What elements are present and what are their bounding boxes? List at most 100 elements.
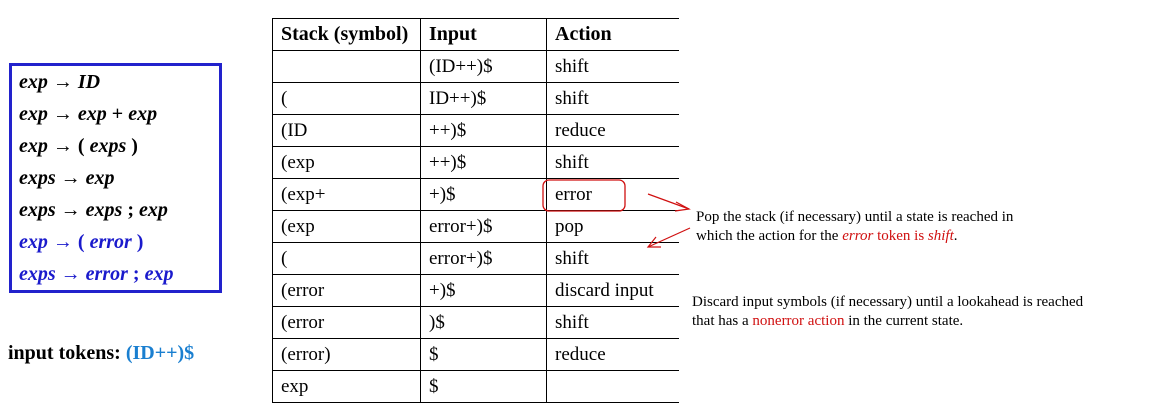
- cell-input: ID++)$: [420, 82, 547, 115]
- input-tokens-caption: input tokens:: [8, 342, 126, 364]
- cell-stack: (exp: [272, 210, 421, 243]
- rule-lhs: exp: [19, 135, 48, 157]
- rule-rhs-part: error: [85, 263, 128, 285]
- rule-lhs: exp: [19, 231, 48, 253]
- cell-stack: (error: [272, 306, 421, 339]
- table-row: (ID++)$shift: [272, 50, 679, 83]
- header-stack: Stack (symbol): [272, 18, 421, 51]
- rule-arrow: →: [60, 263, 81, 285]
- cell-input: (ID++)$: [420, 50, 547, 83]
- rule-rhs-part: (: [77, 135, 90, 157]
- cell-stack: exp: [272, 370, 421, 403]
- discard-note-text: that has a: [692, 313, 753, 329]
- rule-rhs-part: +: [106, 103, 129, 125]
- rule-rhs-part: (: [77, 231, 90, 253]
- cell-input: error+)$: [420, 210, 547, 243]
- rule-rhs-part: exps: [89, 135, 127, 157]
- cell-action: error: [546, 178, 679, 211]
- table-row: (ID++)$shift: [272, 82, 679, 115]
- cell-stack: (ID: [272, 114, 421, 147]
- cell-input: ++)$: [420, 146, 547, 179]
- rule-arrow: →: [52, 135, 73, 157]
- cell-action: shift: [546, 50, 679, 83]
- cell-stack: [272, 50, 421, 83]
- table-row: (ID++)$reduce: [272, 114, 679, 147]
- cell-action: reduce: [546, 338, 679, 371]
- header-input: Input: [420, 18, 547, 51]
- rule-lhs: exps: [19, 199, 56, 221]
- grammar-rule: exps→error ; exp: [19, 259, 219, 291]
- cell-input: error+)$: [420, 242, 547, 275]
- cell-stack: (: [272, 242, 421, 275]
- cell-stack: (: [272, 82, 421, 115]
- table-row: (exp++)$error: [272, 178, 679, 211]
- cell-action: shift: [546, 306, 679, 339]
- grammar-rule: exp→exp + exp: [19, 99, 219, 131]
- rule-lhs: exp: [19, 71, 48, 93]
- rule-arrow: →: [60, 167, 81, 189]
- rule-lhs: exps: [19, 167, 56, 189]
- cell-input: +)$: [420, 274, 547, 307]
- grammar-rule: exp→( error ): [19, 227, 219, 259]
- cell-input: +)$: [420, 178, 547, 211]
- grammar-rule: exps→exps ; exp: [19, 195, 219, 227]
- cell-stack: (exp+: [272, 178, 421, 211]
- pop-note-period: .: [953, 228, 958, 244]
- rule-lhs: exp: [19, 103, 48, 125]
- input-tokens-label: input tokens: (ID++)$: [8, 342, 194, 365]
- cell-action: shift: [546, 146, 679, 179]
- table-row: exp$: [272, 370, 679, 403]
- rule-rhs-part: ;: [122, 199, 140, 221]
- rule-arrow: →: [52, 231, 73, 253]
- rule-rhs-part: ): [131, 231, 144, 253]
- cell-input: $: [420, 370, 547, 403]
- table-row: (error+)$discard input: [272, 274, 679, 307]
- rule-rhs-part: error: [89, 231, 132, 253]
- rule-arrow: →: [60, 199, 81, 221]
- grammar-rule: exp→( exps ): [19, 131, 219, 163]
- pop-note-shift: shift: [927, 228, 954, 244]
- discard-note-nonerror: nonerror action: [752, 313, 845, 329]
- cell-stack: (error: [272, 274, 421, 307]
- cell-action: reduce: [546, 114, 679, 147]
- pop-note-text: which the action for the: [696, 228, 843, 244]
- table-row: (error)$reduce: [272, 338, 679, 371]
- rule-lhs: exps: [19, 263, 56, 285]
- rule-rhs-part: exps: [85, 199, 123, 221]
- header-action: Action: [546, 18, 679, 51]
- input-tokens-value: (ID++)$: [125, 342, 195, 364]
- discard-note-line1: Discard input symbols (if necessary) unt…: [692, 294, 1084, 310]
- rule-rhs-part: ;: [127, 263, 145, 285]
- cell-input: )$: [420, 306, 547, 339]
- cell-stack: (exp: [272, 146, 421, 179]
- pop-note-line2: which the action for the error token is …: [696, 227, 1013, 246]
- table-header-row: Stack (symbol) Input Action: [272, 18, 679, 51]
- cell-action: shift: [546, 242, 679, 275]
- cell-input: ++)$: [420, 114, 547, 147]
- pop-note-line1: Pop the stack (if necessary) until a sta…: [696, 209, 1014, 225]
- rule-arrow: →: [52, 71, 73, 93]
- table-row: (error+)$shift: [272, 242, 679, 275]
- grammar-rule: exp→ID: [19, 67, 219, 99]
- discard-note-rest: in the current state.: [844, 313, 964, 329]
- cell-action: pop: [546, 210, 679, 243]
- discard-note: Discard input symbols (if necessary) unt…: [692, 293, 1083, 331]
- table-row: (error)$shift: [272, 306, 679, 339]
- cell-stack: (error): [272, 338, 421, 371]
- pop-note-token-is: token is: [873, 228, 928, 244]
- rule-rhs-part: exp: [139, 199, 168, 221]
- rule-rhs-part: exp: [144, 263, 174, 285]
- parse-table: Stack (symbol) Input Action (ID++)$shift…: [272, 18, 679, 403]
- rule-rhs-part: exp: [77, 103, 107, 125]
- discard-note-line2: that has a nonerror action in the curren…: [692, 312, 1083, 331]
- cell-action: discard input: [546, 274, 679, 307]
- grammar-rule: exps→exp: [19, 163, 219, 195]
- rule-rhs-part: exp: [128, 103, 158, 125]
- cell-action: [546, 370, 679, 403]
- pop-note: Pop the stack (if necessary) until a sta…: [696, 208, 1013, 246]
- table-row: (exp++)$shift: [272, 146, 679, 179]
- rule-rhs-part: ID: [77, 71, 101, 93]
- rule-arrow: →: [52, 103, 73, 125]
